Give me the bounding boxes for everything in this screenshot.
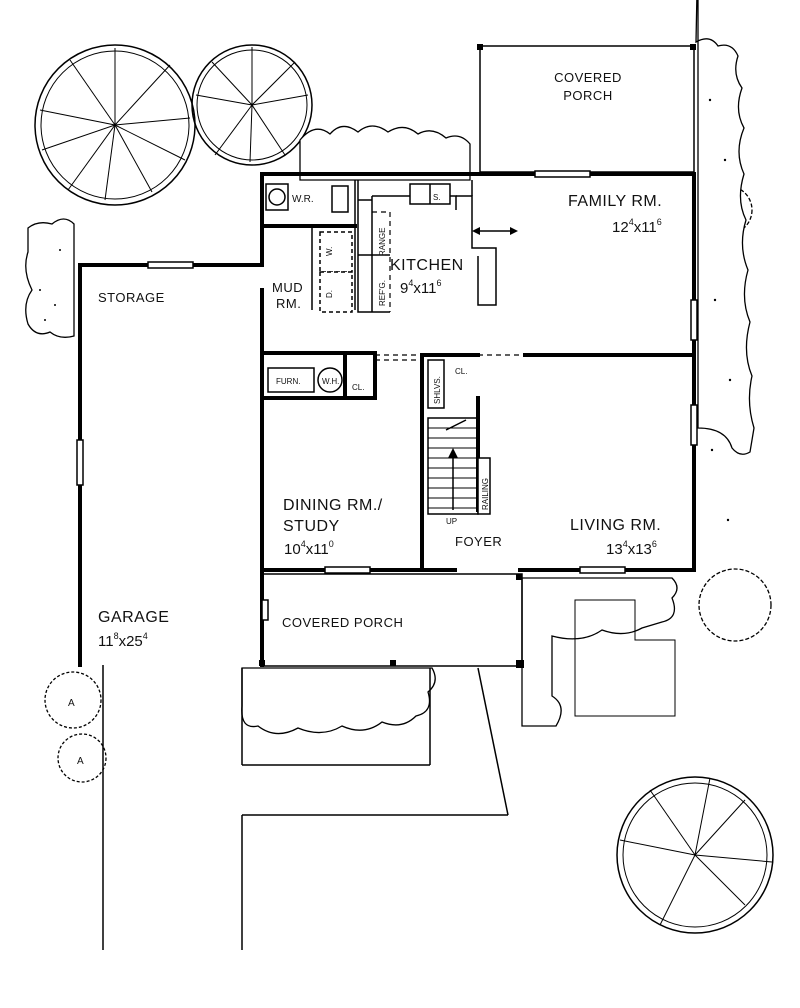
label-furn: FURN.: [276, 377, 300, 386]
label-covered-porch-front: COVERED PORCH: [282, 615, 403, 630]
planting-bed-right: [695, 0, 755, 522]
label-living-room: LIVING RM. 134x136: [570, 517, 661, 558]
shrub-garage-2: A: [57, 733, 107, 783]
powder-room-fixtures: [265, 183, 349, 213]
svg-text:GARAGE: GARAGE: [98, 609, 169, 626]
label-kitchen: KITCHEN 94x116: [390, 257, 464, 297]
wall-thin-segments: [261, 180, 356, 310]
label-storage: STORAGE: [98, 290, 165, 305]
label-up: UP: [446, 517, 457, 526]
planting-bed-rear: [299, 125, 471, 181]
label-shelves: SHLVS.: [433, 376, 442, 404]
svg-text:134x136: 134x136: [606, 539, 657, 558]
svg-text:STUDY: STUDY: [283, 518, 340, 535]
planting-bed-front-right: [521, 577, 678, 727]
shrub-living-right: [698, 568, 772, 642]
windows: [76, 170, 698, 574]
svg-text:104x110: 104x110: [284, 539, 334, 558]
planting-bed-left: [25, 218, 75, 338]
pass-through-arrow-icon: [472, 227, 518, 235]
label-closet2: CL.: [455, 367, 467, 376]
walkway: [102, 665, 509, 950]
svg-text:LIVING RM.: LIVING RM.: [570, 517, 661, 534]
label-foyer: FOYER: [455, 534, 502, 549]
furnace-waterheater: [267, 367, 343, 393]
svg-text:FAMILY RM.: FAMILY RM.: [568, 193, 662, 210]
label-mud-room: MUD RM.: [272, 280, 303, 311]
svg-text:DINING RM./: DINING RM./: [283, 497, 383, 514]
label-wr: W.R.: [292, 194, 314, 205]
svg-text:A: A: [68, 698, 75, 709]
svg-text:A: A: [77, 756, 84, 767]
svg-text:118x254: 118x254: [98, 631, 148, 650]
interior-walls: [260, 224, 696, 572]
label-closet: CL.: [352, 383, 364, 392]
label-range: RANGE: [378, 228, 387, 256]
label-washer: W.: [325, 247, 334, 256]
label-family-room: FAMILY RM. 124x116: [568, 193, 662, 236]
label-garage: GARAGE 118x254: [98, 609, 169, 650]
tree-large-left: [34, 44, 196, 206]
svg-text:KITCHEN: KITCHEN: [390, 257, 464, 274]
covered-porch-front: [259, 573, 524, 668]
svg-text:94x116: 94x116: [400, 278, 441, 297]
svg-text:124x116: 124x116: [612, 217, 662, 236]
label-sink: S.: [433, 193, 441, 202]
planting-bed-front-left: [241, 667, 436, 735]
svg-text:PORCH: PORCH: [563, 88, 612, 103]
range-box: [372, 211, 391, 312]
covered-porch-rear: [477, 44, 696, 173]
label-refg: REF'G.: [378, 280, 387, 306]
label-wh: W.H.: [322, 377, 339, 386]
label-covered-porch-rear: COVERED PORCH: [554, 70, 622, 103]
stairs: [427, 359, 491, 515]
kitchen-counter: [357, 180, 497, 313]
tree-round-bottom-right: [616, 776, 774, 934]
shrub-garage-1: A: [44, 671, 102, 729]
label-dining-study: DINING RM./ STUDY 104x110: [283, 497, 383, 558]
svg-text:COVERED: COVERED: [554, 70, 622, 85]
washer-dryer: [319, 231, 353, 313]
label-dryer: D.: [325, 290, 334, 298]
svg-text:MUD: MUD: [272, 280, 303, 295]
svg-text:RM.: RM.: [276, 296, 301, 311]
opening-lines: [375, 354, 525, 361]
tree-medium-left: [191, 44, 313, 166]
label-railing: RAILING: [481, 478, 490, 510]
